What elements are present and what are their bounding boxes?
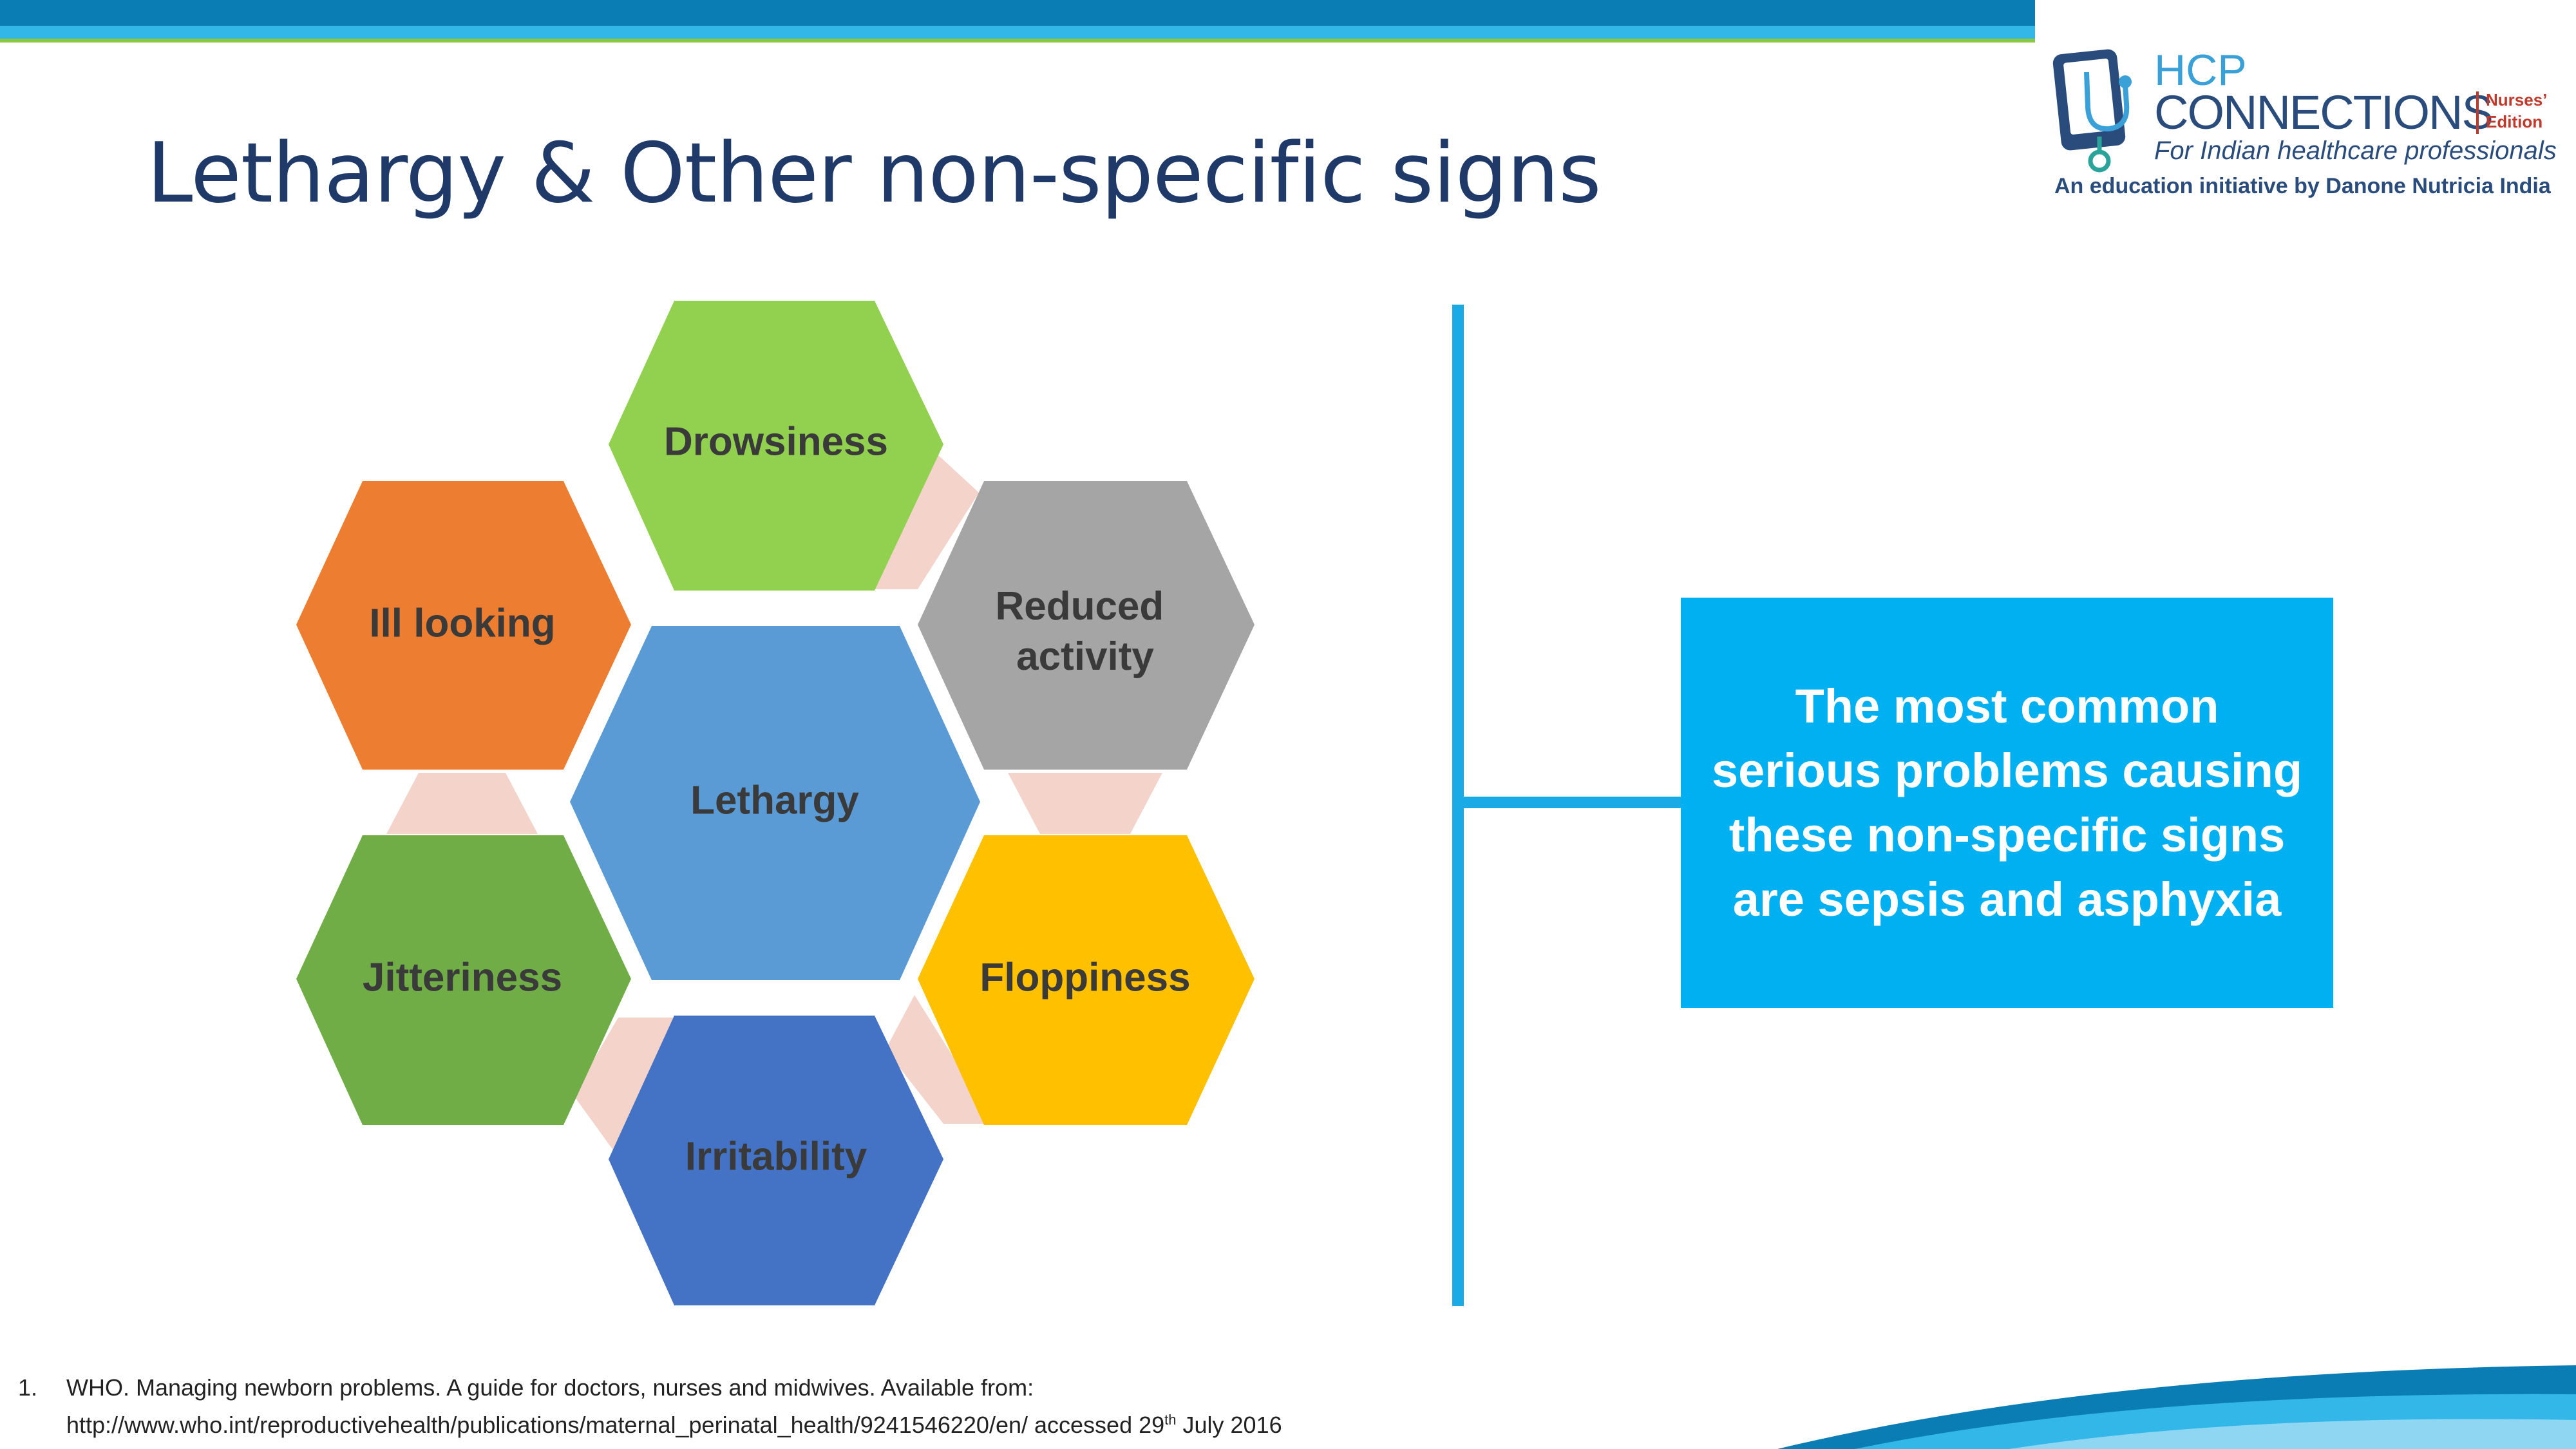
hexagon-ill-looking bbox=[296, 481, 631, 770]
logo-edition-line1: Nurses’ bbox=[2486, 90, 2548, 109]
label-floppiness: Floppiness bbox=[980, 955, 1190, 999]
label-lethargy: Lethargy bbox=[690, 778, 859, 822]
tablet-stethoscope-icon bbox=[2052, 49, 2132, 173]
label-drowsiness: Drowsiness bbox=[664, 419, 888, 464]
hexagon-drowsiness bbox=[609, 301, 943, 591]
hexagon-reduced-activity bbox=[918, 481, 1255, 770]
connector-reduced-floppiness bbox=[1008, 773, 1162, 834]
label-jitteriness: Jitteriness bbox=[363, 955, 562, 999]
connector-floppiness-irritability bbox=[886, 995, 995, 1124]
callout-box: The most common serious problems causing… bbox=[1681, 598, 2333, 1008]
top-decorative-bar bbox=[0, 0, 2035, 45]
label-irritability: Irritability bbox=[685, 1134, 867, 1179]
logo-separator bbox=[2476, 91, 2479, 134]
footnote-text: WHO. Managing newborn problems. A guide … bbox=[66, 1372, 1282, 1441]
hexagon-jitteriness bbox=[296, 835, 631, 1125]
logo-edition-line2: Edition bbox=[2486, 112, 2543, 131]
footnote-line2: http://www.who.int/reproductivehealth/pu… bbox=[66, 1404, 1282, 1441]
bracket-horizontal-line bbox=[1462, 797, 1684, 808]
logo-hcp-text: HCP bbox=[2154, 46, 2247, 95]
bracket-vertical-line bbox=[1452, 305, 1464, 1306]
logo-connections-text: CONNECTIONS bbox=[2154, 86, 2494, 139]
footnote-url: http://www.who.int/reproductivehealth/pu… bbox=[66, 1412, 1165, 1438]
callout-text: The most common serious problems causing… bbox=[1711, 679, 2303, 926]
hexagon-irritability bbox=[609, 1016, 943, 1305]
hexagon-lethargy-center bbox=[570, 626, 980, 980]
logo-tagline: For Indian healthcare professionals bbox=[2154, 137, 2557, 165]
footnote-line1: WHO. Managing newborn problems. A guide … bbox=[66, 1374, 1034, 1401]
connector-jitteriness-ill bbox=[386, 773, 538, 834]
footnote-number: 1. bbox=[18, 1374, 38, 1401]
footnote-superscript: th bbox=[1164, 1412, 1177, 1428]
logo-initiative: An education initiative by Danone Nutric… bbox=[2054, 174, 2551, 198]
hcp-connections-logo: HCP CONNECTIONS Nurses’ Edition For Indi… bbox=[2041, 40, 2557, 207]
hexagon-floppiness bbox=[918, 835, 1255, 1125]
label-reduced-activity: Reduced activity bbox=[995, 584, 1175, 679]
label-ill-looking: Ill looking bbox=[369, 601, 555, 645]
footnote-date-suffix: July 2016 bbox=[1176, 1412, 1282, 1438]
slide-title: Lethargy & Other non-specific signs bbox=[147, 126, 1602, 222]
corner-wave-decoration bbox=[1777, 1365, 2576, 1449]
connector-drowsiness-reduced bbox=[863, 454, 979, 589]
